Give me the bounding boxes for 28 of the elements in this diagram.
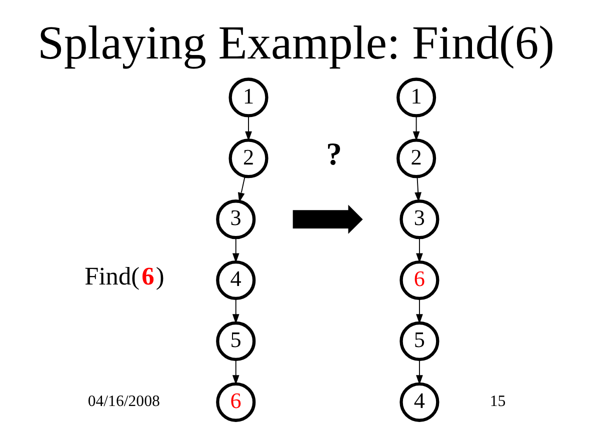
arrow (416, 359, 423, 385)
arrow (414, 176, 422, 202)
node-circle: 5 (400, 321, 440, 361)
arrow (412, 116, 420, 142)
node-circle: 2 (396, 138, 436, 178)
arrow (232, 359, 240, 385)
node-label: ? (326, 136, 342, 172)
node-circle: 4 (400, 382, 440, 422)
node-circle: 1 (396, 78, 436, 118)
arrow (232, 237, 240, 264)
node-circle: 4 (216, 260, 256, 300)
node-circle: 6 (216, 382, 256, 422)
diagram-title: Splaying Example: Find(6) (38, 18, 554, 70)
label: Find(6) (84, 262, 164, 291)
node-circle: 5 (216, 321, 256, 361)
node-circle: 1 (228, 78, 268, 118)
arrow (232, 298, 240, 324)
node-circle: 3 (400, 200, 440, 240)
node-arrow (292, 204, 363, 234)
arrow (416, 237, 423, 264)
arrow (416, 298, 423, 324)
node-circle: 3 (216, 200, 256, 240)
label: 04/16/2008 (88, 393, 160, 410)
label: 15 (490, 393, 506, 410)
arrow (245, 116, 252, 142)
arrow (238, 176, 246, 203)
node-circle: 6 (400, 260, 440, 300)
node-circle: 2 (228, 138, 268, 178)
